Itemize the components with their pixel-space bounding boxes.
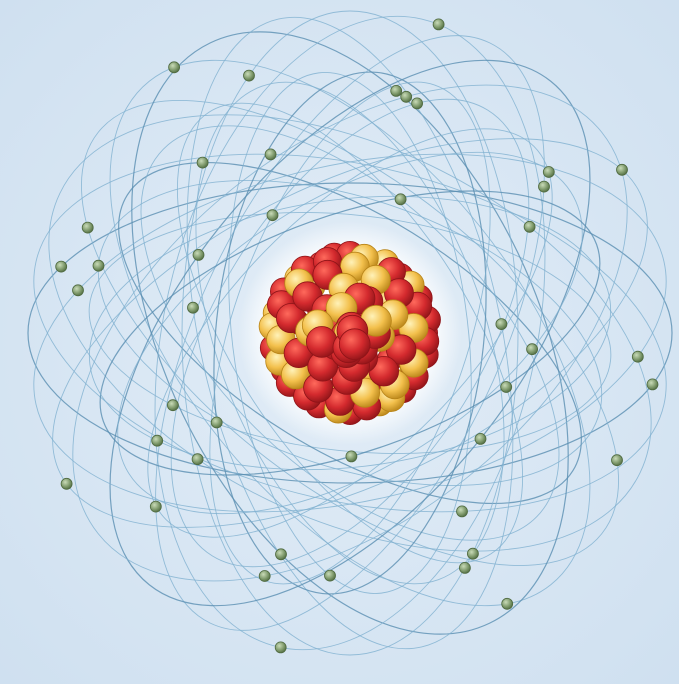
electron	[401, 91, 412, 102]
electron	[267, 210, 278, 221]
electron	[211, 417, 222, 428]
electron	[527, 344, 538, 355]
electron	[61, 478, 72, 489]
electron	[167, 400, 178, 411]
electron	[150, 501, 161, 512]
electron	[73, 285, 84, 296]
electron	[617, 164, 628, 175]
electron	[501, 382, 512, 393]
electron	[346, 451, 357, 462]
electron	[475, 433, 486, 444]
electron	[543, 167, 554, 178]
electron	[275, 642, 286, 653]
electron	[197, 157, 208, 168]
electron	[244, 70, 255, 81]
electron	[192, 454, 203, 465]
electron	[412, 98, 423, 109]
electron	[647, 379, 658, 390]
electron	[632, 351, 643, 362]
electron	[539, 181, 550, 192]
electron	[188, 302, 199, 313]
electron	[265, 149, 276, 160]
electron	[467, 548, 478, 559]
proton	[306, 327, 337, 358]
electron	[459, 562, 470, 573]
electron	[169, 62, 180, 73]
electron	[433, 19, 444, 30]
electron	[193, 249, 204, 260]
electron	[457, 506, 468, 517]
electron	[496, 319, 507, 330]
electron	[82, 222, 93, 233]
electron	[502, 598, 513, 609]
electron	[276, 549, 287, 560]
proton	[339, 329, 370, 360]
electron	[325, 570, 336, 581]
electron	[612, 455, 623, 466]
electron	[391, 85, 402, 96]
electron	[395, 194, 406, 205]
electron	[56, 261, 67, 272]
electron	[259, 571, 270, 582]
electron	[152, 435, 163, 446]
electron	[93, 260, 104, 271]
electron	[524, 221, 535, 232]
